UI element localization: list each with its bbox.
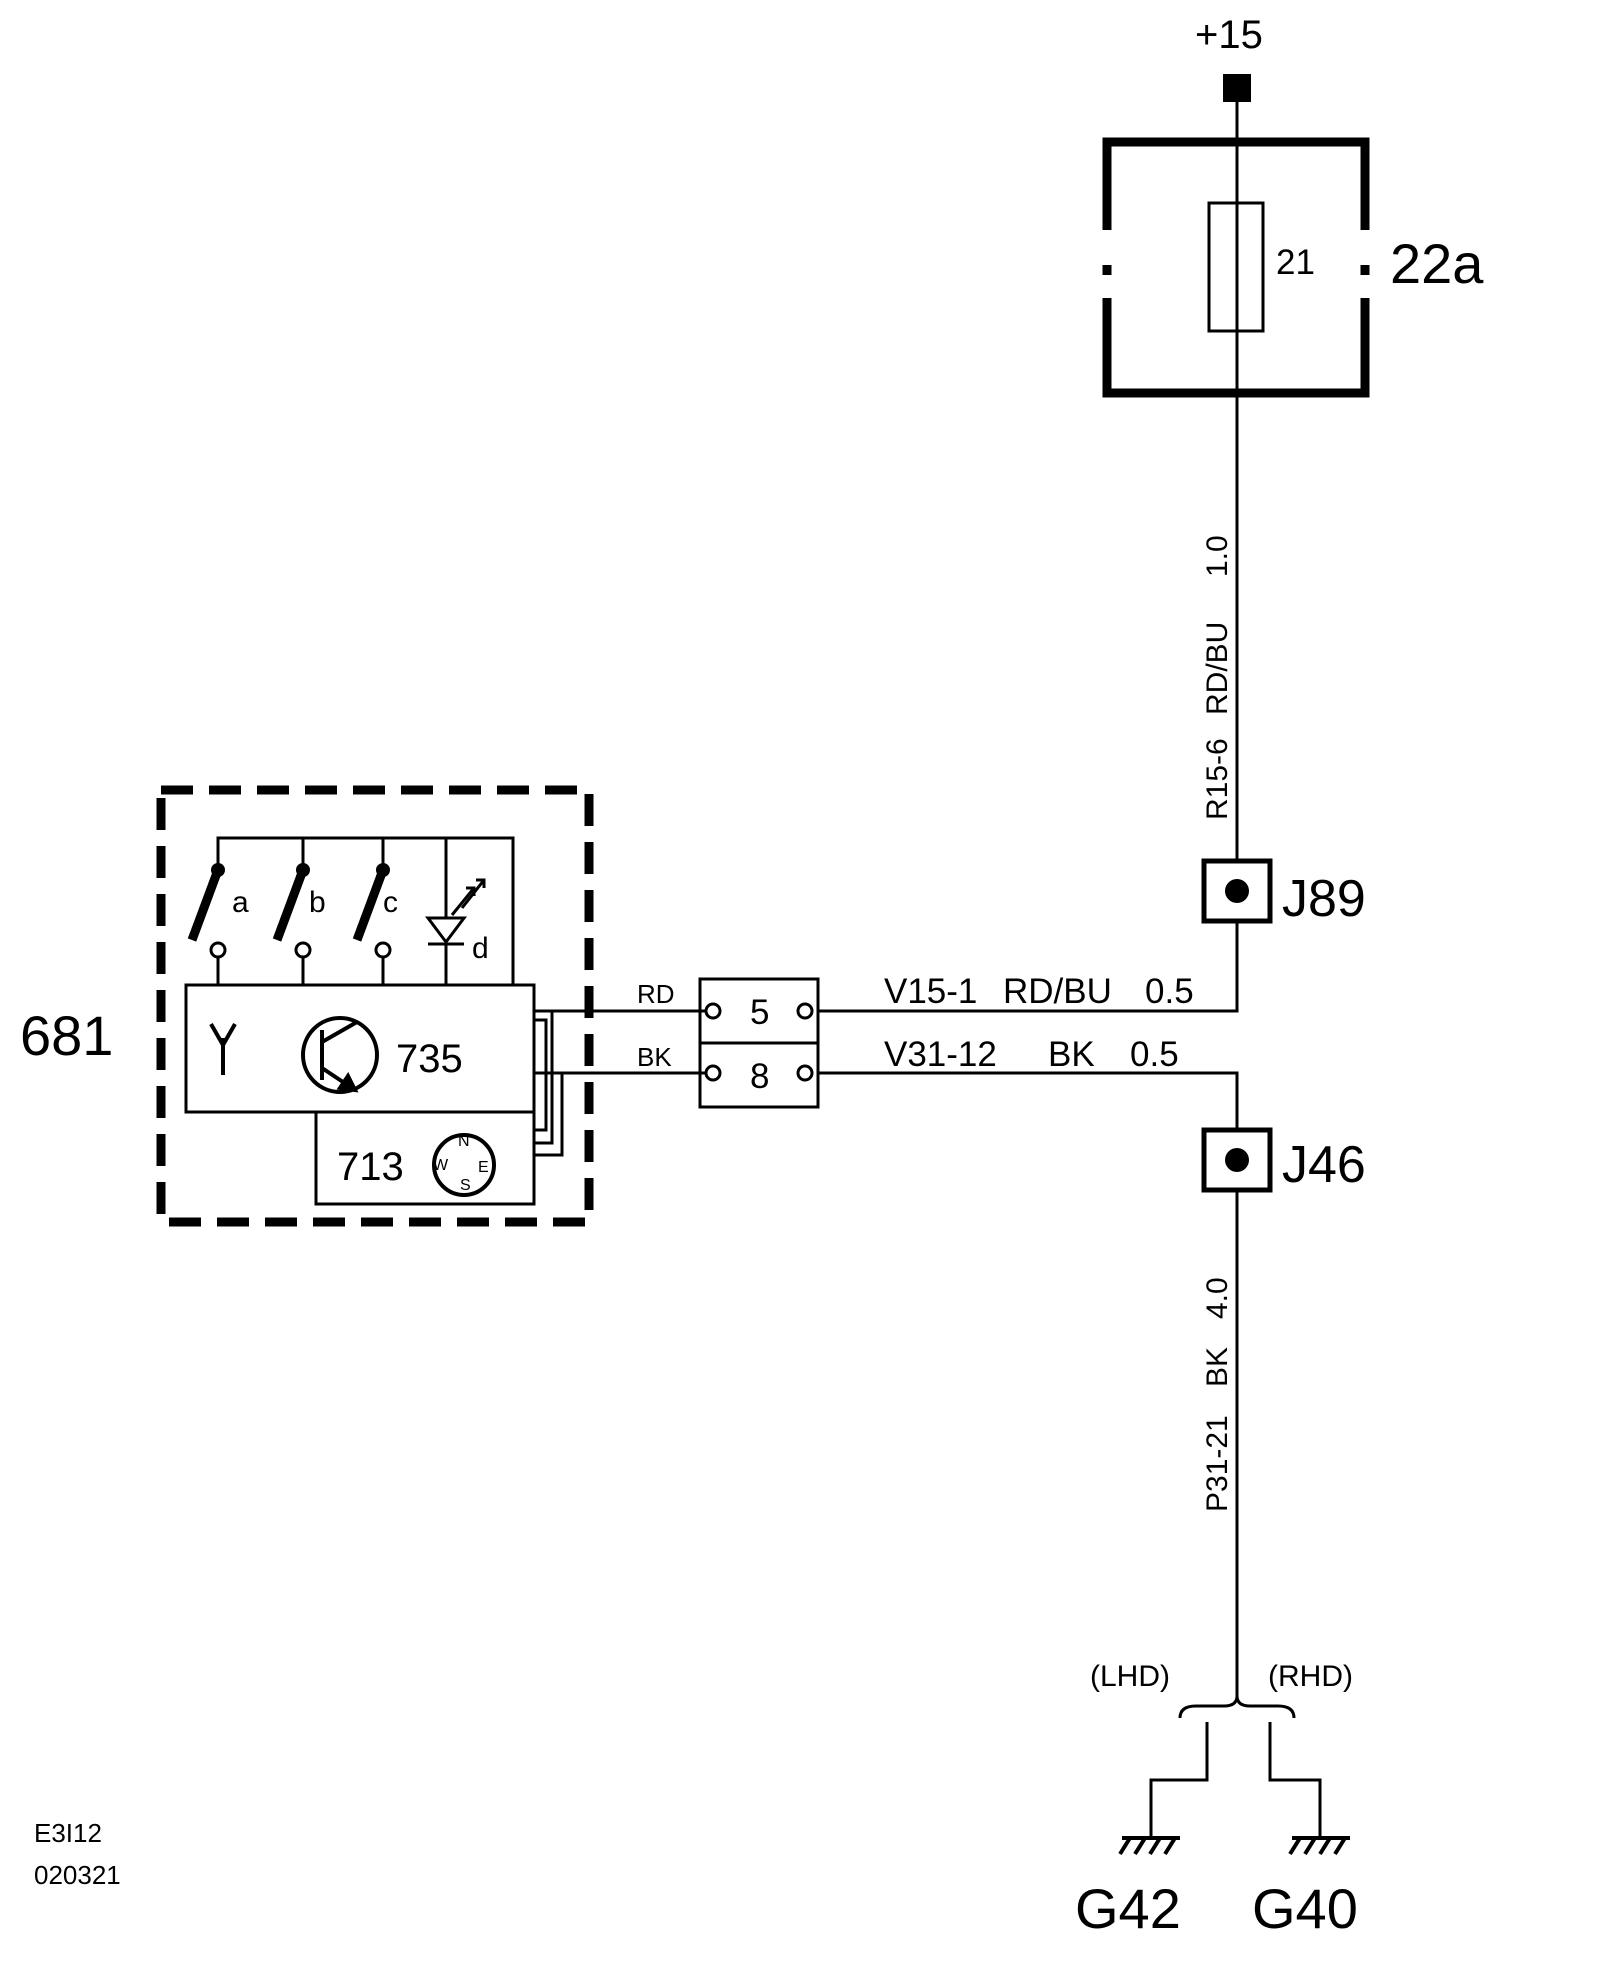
wire-j89-down <box>813 921 1239 1013</box>
drive-rhd-label: (RHD) <box>1268 1660 1353 1693</box>
supply-terminal <box>1223 74 1251 102</box>
compass-s: S <box>460 1177 471 1194</box>
fuse-box-label: 22a <box>1390 232 1484 295</box>
transistor-icon <box>301 1016 379 1094</box>
wire-bk-label: BK <box>637 1042 672 1072</box>
svg-text:V15-1: V15-1 <box>884 972 977 1011</box>
compass-e: E <box>478 1159 489 1176</box>
antenna-icon <box>209 1023 237 1075</box>
ground-g42-label: G42 <box>1075 1877 1181 1940</box>
connector-pin-5: 5 <box>750 993 769 1032</box>
wire-g42 <box>1149 1722 1209 1838</box>
diagram-code: E3I12 <box>34 1818 102 1848</box>
svg-text:V31-12: V31-12 <box>884 1035 997 1074</box>
internal-wiring <box>534 1009 564 1157</box>
drive-lhd-label: (LHD) <box>1090 1660 1170 1693</box>
fuse-number: 21 <box>1276 243 1315 282</box>
compass-unit <box>314 1110 536 1206</box>
splice-j46-label: J46 <box>1282 1136 1366 1194</box>
switch-c-label: c <box>383 886 398 919</box>
wire-rd-label: RD <box>637 979 675 1009</box>
ground-g40-label: G40 <box>1252 1877 1358 1940</box>
wire-label-lower: V31-12 BK 0.5 <box>884 1035 1179 1074</box>
switch-b-label: b <box>309 886 326 919</box>
switch-c <box>352 863 392 985</box>
wire-label-ground: P31-21 BK 4.0 <box>1201 1277 1234 1512</box>
compass-w: W <box>433 1157 449 1174</box>
svg-text:0.5: 0.5 <box>1145 972 1194 1011</box>
control-unit <box>184 983 536 1114</box>
splice-j89-label: J89 <box>1282 870 1366 928</box>
switch-b <box>272 863 312 985</box>
svg-text:P31-21: P31-21 <box>1201 1415 1234 1512</box>
svg-text:RD/BU: RD/BU <box>1201 622 1234 715</box>
wire-v31-12 <box>813 1071 1239 1130</box>
module-681-label: 681 <box>20 1004 113 1067</box>
connector-pin-8: 8 <box>750 1057 769 1096</box>
wire-label-top: R15-6 RD/BU 1.0 <box>1201 535 1234 820</box>
svg-text:1.0: 1.0 <box>1201 535 1234 577</box>
svg-text:4.0: 4.0 <box>1201 1277 1234 1319</box>
switch-a-label: a <box>232 886 249 919</box>
svg-text:0.5: 0.5 <box>1130 1035 1179 1074</box>
wire-g40 <box>1268 1722 1322 1838</box>
compass-n: N <box>458 1133 470 1150</box>
led-d <box>425 878 486 985</box>
svg-text:R15-6: R15-6 <box>1201 738 1234 820</box>
connector-pins <box>704 1002 814 1082</box>
svg-text:RD/BU: RD/BU <box>1003 972 1112 1011</box>
switch-bus <box>216 836 515 985</box>
transistor-label: 735 <box>396 1037 463 1081</box>
svg-text:BK: BK <box>1201 1347 1234 1387</box>
compass-label: 713 <box>337 1145 404 1189</box>
diagram-date: 020321 <box>34 1860 121 1890</box>
switch-a <box>187 863 227 985</box>
compass-icon <box>432 1133 496 1197</box>
svg-text:BK: BK <box>1048 1035 1095 1074</box>
brace <box>1178 1695 1296 1719</box>
module-681-boundary <box>156 785 594 1227</box>
led-d-label: d <box>472 932 489 965</box>
ground-g42-symbol <box>1118 1836 1180 1856</box>
ground-g40-symbol <box>1288 1836 1350 1856</box>
supply-label: +15 <box>1195 13 1263 57</box>
wire-label-upper: V15-1 RD/BU 0.5 <box>884 972 1194 1011</box>
